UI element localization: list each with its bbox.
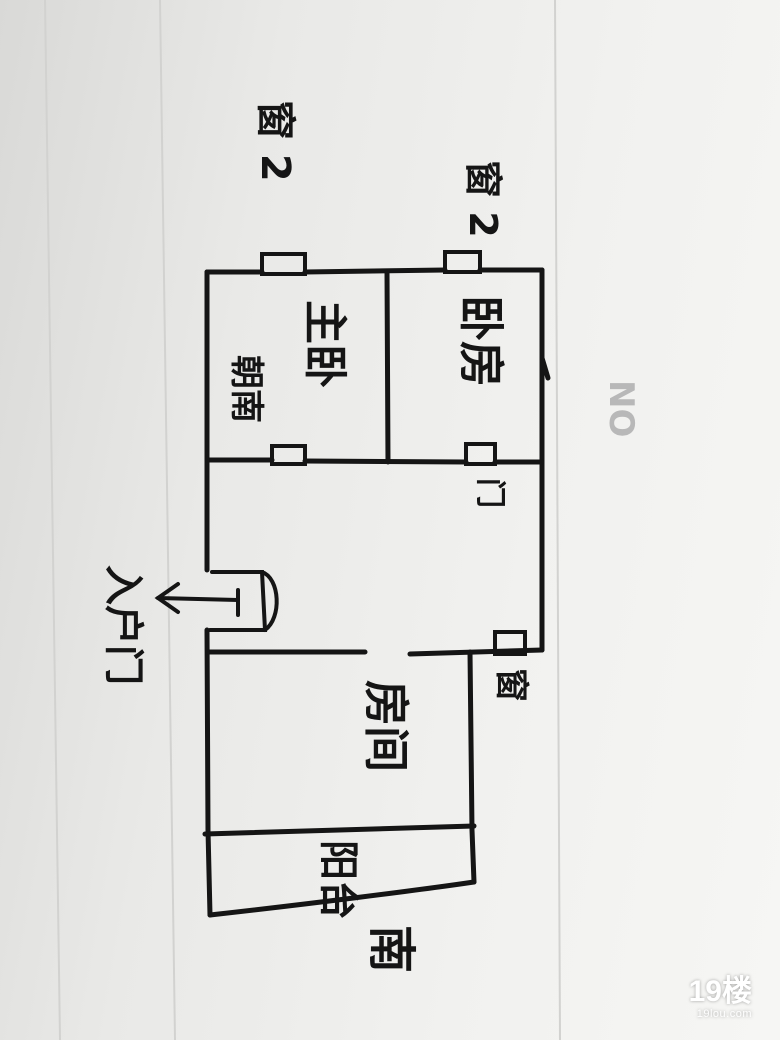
- wall-balcony-top: [202, 823, 477, 837]
- label-window-right: 窗: [491, 668, 531, 702]
- entrance-door-frame: [208, 570, 268, 632]
- wall-bedrooms-bottom-mid: [302, 458, 469, 465]
- entrance-arrow-head: [154, 582, 180, 614]
- entrance-door-swing: [260, 570, 279, 632]
- label-kitchen: 房间: [359, 680, 413, 772]
- wall-left-lower: [204, 627, 213, 918]
- label-door: 门: [472, 478, 507, 508]
- wall-kitchen-right: [467, 649, 477, 885]
- label-bedroom-1: 主卧: [299, 300, 350, 388]
- bleed-through-text: NO: [601, 380, 641, 437]
- watermark-logo: 19楼: [688, 975, 752, 1008]
- entrance-door: [154, 570, 279, 632]
- wall-bedroom-divider: [384, 269, 391, 465]
- window-marker-top-right: [443, 250, 482, 274]
- label-window-top-right: 窗 2: [461, 160, 505, 238]
- wall-middle-right: [407, 647, 545, 657]
- label-bedroom-2: 卧房: [454, 295, 508, 387]
- label-south: 南: [363, 925, 419, 973]
- door-marker-bedroom-1: [270, 444, 307, 466]
- window-marker-top-left: [260, 252, 307, 276]
- label-balcony: 阳台: [315, 840, 361, 920]
- wall-right-tick: [539, 355, 551, 381]
- wall-bottom: [207, 879, 477, 918]
- label-window-top-left: 窗 2: [252, 100, 298, 182]
- label-bedroom-1-b: 朝南: [226, 355, 266, 423]
- wall-top-mid: [302, 267, 448, 275]
- watermark-site: 19lou.com: [696, 1008, 752, 1020]
- paper-rule-lines: [44, 0, 561, 1040]
- walls: [202, 267, 551, 918]
- window-marker-right: [493, 630, 527, 656]
- bleed-through-no: NO: [601, 380, 641, 437]
- handwritten-labels: 窗 2 窗 2 主卧 朝南 卧房 门 入户门 窗 房间 阳台 南: [100, 100, 531, 973]
- site-watermark: 19楼 19lou.com: [689, 977, 752, 1020]
- label-entrance: 入户门: [100, 565, 146, 685]
- window-markers: [260, 250, 527, 656]
- door-markers: [270, 442, 497, 466]
- entrance-arrow-shaft: [156, 596, 240, 602]
- door-marker-bedroom-2: [464, 442, 497, 466]
